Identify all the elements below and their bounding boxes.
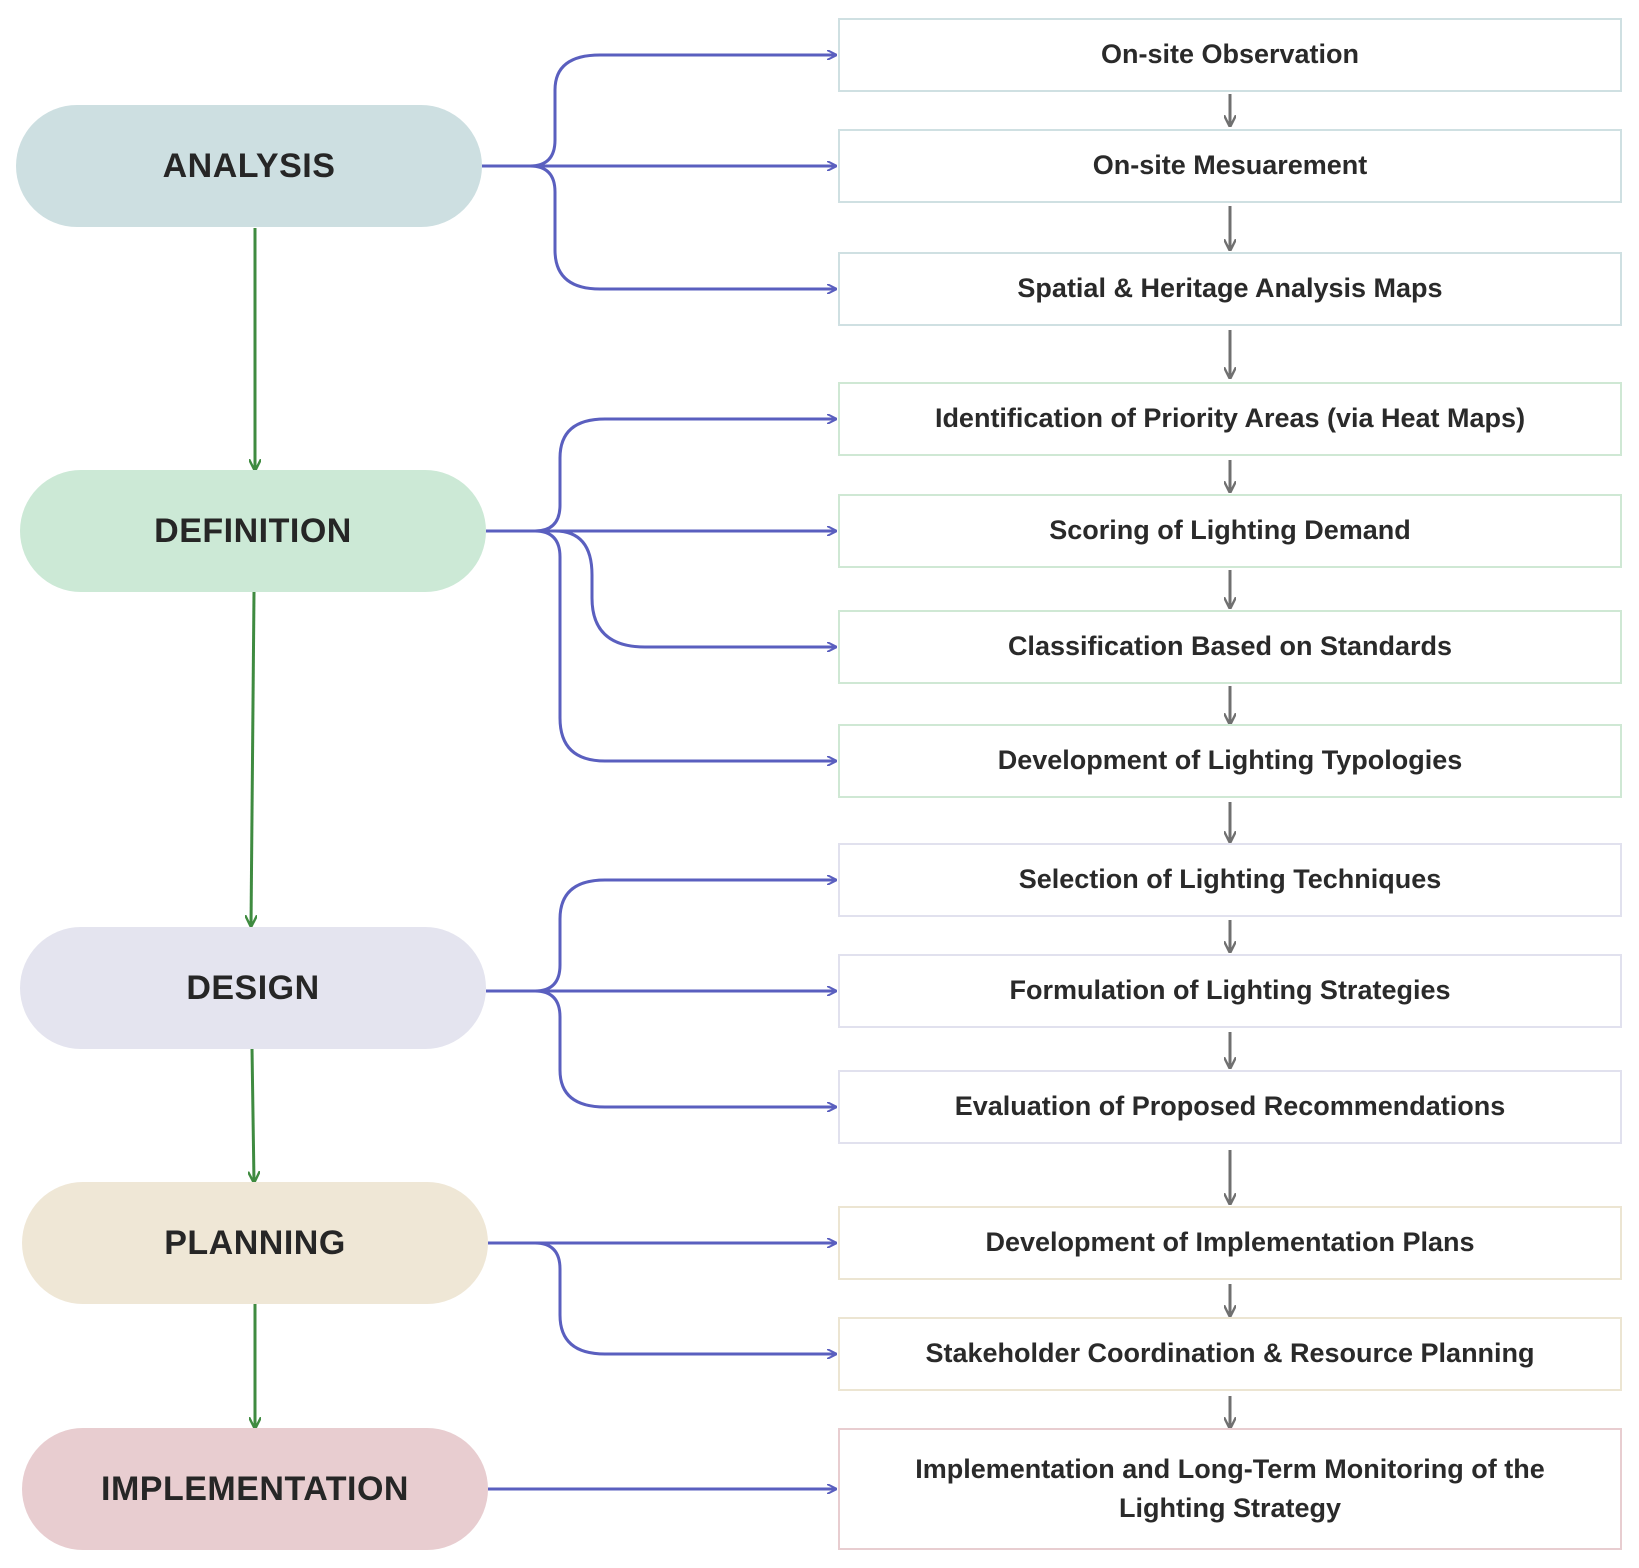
step-label: Selection of Lighting Techniques <box>1018 864 1442 895</box>
step-label: On-site Observation <box>1100 39 1360 70</box>
phase-analysis: ANALYSIS <box>16 105 482 227</box>
branch-design-evaluation <box>486 989 836 1107</box>
step-box: Formulation of Lighting Strategies <box>838 954 1622 1028</box>
step-box: Identification of Priority Areas (via He… <box>838 382 1622 456</box>
branch-definition-classification <box>486 529 836 647</box>
step-box: Stakeholder Coordination & Resource Plan… <box>838 1317 1622 1391</box>
phase-definition: DEFINITION <box>20 470 486 592</box>
step-box: Development of Implementation Plans <box>838 1206 1622 1280</box>
phase-label: ANALYSIS <box>162 146 336 185</box>
phase-implementation: IMPLEMENTATION <box>22 1428 488 1550</box>
phase-label: PLANNING <box>164 1223 346 1262</box>
step-box: Scoring of Lighting Demand <box>838 494 1622 568</box>
branch-planning-coordination <box>488 1241 836 1354</box>
phase-flow-arrows <box>251 228 255 1428</box>
step-label: Implementation and Long-Term Monitoring … <box>915 1453 1545 1523</box>
step-box: On-site Mesuarement <box>838 129 1622 203</box>
step-box: Selection of Lighting Techniques <box>838 843 1622 917</box>
phase-design: DESIGN <box>20 927 486 1049</box>
arrow-design-to-planning <box>252 1047 254 1182</box>
branch-definition-typologies <box>486 529 836 761</box>
branch-arrows <box>482 55 836 1489</box>
branch-definition-priority <box>486 419 836 533</box>
phase-label: IMPLEMENTATION <box>101 1469 409 1508</box>
step-label: Stakeholder Coordination & Resource Plan… <box>925 1338 1535 1369</box>
step-box: On-site Observation <box>838 18 1622 92</box>
phase-label: DEFINITION <box>154 511 352 550</box>
step-label: Scoring of Lighting Demand <box>1049 515 1411 546</box>
branch-analysis-observation <box>482 55 836 168</box>
phase-label: DESIGN <box>186 968 320 1007</box>
step-box: Evaluation of Proposed Recommendations <box>838 1070 1622 1144</box>
phase-planning: PLANNING <box>22 1182 488 1304</box>
step-box: Development of Lighting Typologies <box>838 724 1622 798</box>
step-label: Development of Implementation Plans <box>985 1227 1475 1258</box>
step-label: Spatial & Heritage Analysis Maps <box>1017 273 1443 304</box>
step-box: Spatial & Heritage Analysis Maps <box>838 252 1622 326</box>
branch-analysis-maps <box>482 164 836 289</box>
step-label: Identification of Priority Areas (via He… <box>934 403 1526 434</box>
step-label: On-site Mesuarement <box>1092 150 1368 181</box>
step-label: Evaluation of Proposed Recommendations <box>954 1091 1506 1122</box>
arrow-definition-to-design <box>251 591 254 926</box>
step-box: Classification Based on Standards <box>838 610 1622 684</box>
branch-design-selection <box>486 880 836 993</box>
step-box: Implementation and Long-Term Monitoring … <box>838 1428 1622 1550</box>
step-label: Development of Lighting Typologies <box>997 745 1463 776</box>
step-label: Formulation of Lighting Strategies <box>1009 975 1451 1006</box>
step-label: Classification Based on Standards <box>1007 631 1453 662</box>
